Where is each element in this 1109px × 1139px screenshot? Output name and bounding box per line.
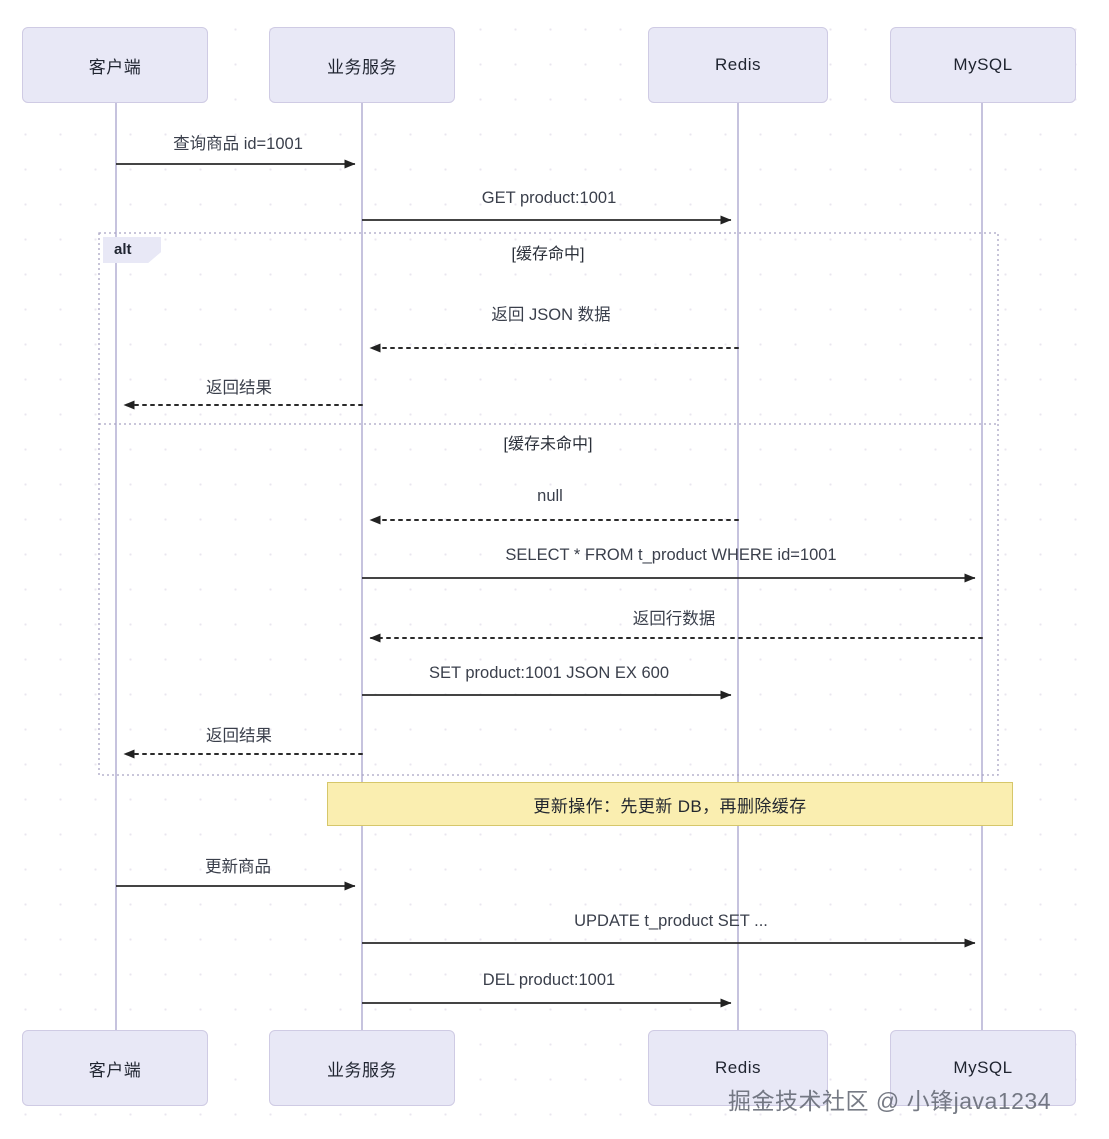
alt-condition-text: [缓存未命中]: [503, 436, 593, 453]
participant-box-redis-bottom[interactable]: Redis: [648, 1030, 828, 1106]
message-label-4: null: [537, 487, 563, 505]
alt-fragment-tag-label: alt: [114, 241, 132, 258]
participant-label: MySQL: [953, 1058, 1013, 1077]
participant-box-mysql-top[interactable]: MySQL: [890, 27, 1076, 103]
message-label-0: 查询商品 id=1001: [173, 135, 303, 153]
participant-label: 业务服务: [327, 57, 397, 77]
message-label-6: 返回行数据: [632, 610, 716, 628]
message-label-3: 返回结果: [206, 379, 272, 397]
message-label-11: DEL product:1001: [482, 971, 616, 989]
message-label-5: SELECT * FROM t_product WHERE id=1001: [505, 546, 837, 564]
message-arrows: [116, 159, 983, 1008]
note-text: 更新操作：先更新 DB，再删除缓存: [533, 796, 807, 816]
participant-label: Redis: [715, 1058, 761, 1077]
alt-condition-1: [缓存未命中]: [504, 430, 593, 454]
participant-box-service-top[interactable]: 业务服务: [269, 27, 455, 103]
participant-box-redis-top[interactable]: Redis: [648, 27, 828, 103]
participant-label: 客户端: [88, 1060, 142, 1080]
participant-box-client-bottom[interactable]: 客户端: [22, 1030, 208, 1106]
participant-label: 业务服务: [327, 1060, 397, 1080]
message-label-8: 返回结果: [206, 727, 272, 745]
message-label-7: SET product:1001 JSON EX 600: [429, 664, 669, 682]
participant-label: MySQL: [953, 55, 1013, 74]
participant-box-mysql-bottom[interactable]: MySQL: [890, 1030, 1076, 1106]
message-label-1: GET product:1001: [481, 189, 617, 207]
participant-box-client-top[interactable]: 客户端: [22, 27, 208, 103]
message-label-10: UPDATE t_product SET ...: [574, 912, 768, 930]
alt-condition-text: [缓存命中]: [511, 246, 585, 263]
participant-label: 客户端: [88, 57, 142, 77]
message-label-9: 更新商品: [205, 858, 271, 876]
note-update-strategy: 更新操作：先更新 DB，再删除缓存: [327, 782, 1013, 826]
participant-box-service-bottom[interactable]: 业务服务: [269, 1030, 455, 1106]
watermark-text: 掘金技术社区 @ 小锋java1234: [728, 1088, 1051, 1114]
message-label-2: 返回 JSON 数据: [491, 306, 611, 324]
alt-fragment-tag: alt: [103, 237, 161, 263]
participant-label: Redis: [715, 55, 761, 74]
alt-condition-0: [缓存命中]: [512, 240, 585, 264]
